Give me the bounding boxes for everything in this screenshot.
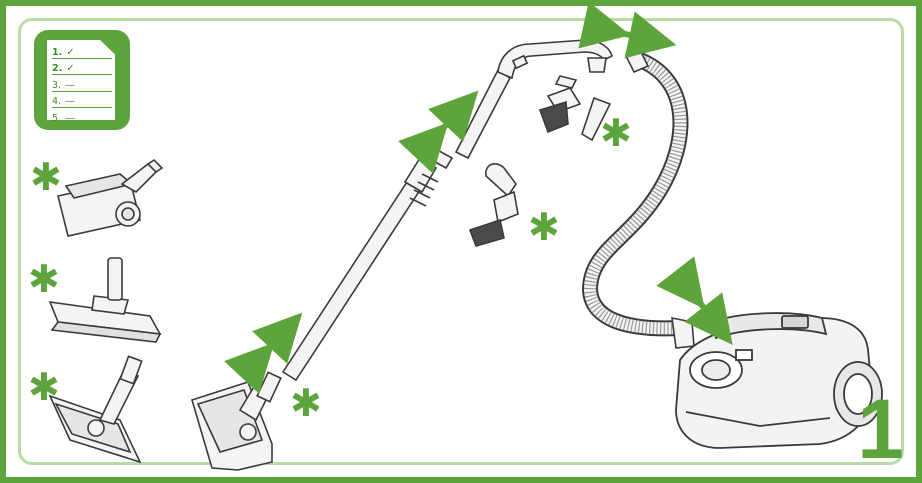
checklist-number: 3. <box>52 79 62 91</box>
step-number: 1 <box>857 382 904 476</box>
turbo-nozzle <box>57 158 164 237</box>
combination-nozzle <box>48 355 143 464</box>
vacuum-body <box>675 312 883 449</box>
upholstery-brush <box>538 75 582 134</box>
dash-icon: — <box>65 112 76 124</box>
inner-border <box>18 18 904 465</box>
wand-handle <box>454 39 613 160</box>
checklist-number: 1. <box>52 46 63 58</box>
optional-accessory-markers: ✱ ✱ ✱ ✱ ✱ ✱ <box>28 111 632 425</box>
asterisk-flat: ✱ <box>28 257 60 301</box>
dash-icon: — <box>65 79 76 91</box>
dusting-brush <box>468 163 519 247</box>
telescopic-tube <box>281 146 454 382</box>
checklist-number: 2. <box>52 63 63 74</box>
checklist-rows: 1. ✓ 2. ✓ 3. — 4. — 5. — <box>52 42 112 125</box>
asterisk-crevice: ✱ <box>600 111 632 155</box>
asterisk-turbo: ✱ <box>30 155 62 199</box>
checklist-row: 4. — <box>52 92 112 108</box>
dash-icon: — <box>65 96 76 107</box>
asterisk-dusting: ✱ <box>528 205 560 249</box>
checklist-badge: 1. ✓ 2. ✓ 3. — 4. — 5. — <box>34 30 130 130</box>
checklist-row: 2. ✓ <box>52 59 112 75</box>
crevice-tool <box>581 96 612 142</box>
checklist-number: 4. <box>52 96 62 107</box>
flat-floor-nozzle <box>48 257 162 343</box>
check-icon: ✓ <box>66 46 75 58</box>
checklist-row: 5. — <box>52 108 112 125</box>
asterisk-main-nozzle: ✱ <box>290 381 322 425</box>
checklist-row: 3. — <box>52 75 112 92</box>
floor-nozzle-main <box>191 371 282 471</box>
check-icon: ✓ <box>66 63 75 74</box>
flexible-hose <box>581 48 695 349</box>
checklist-row: 1. ✓ <box>52 42 112 59</box>
attach-arrows <box>224 1 733 394</box>
checklist-sheet <box>47 40 115 120</box>
checklist-number: 5. <box>52 112 62 124</box>
asterisk-combination: ✱ <box>28 365 60 409</box>
